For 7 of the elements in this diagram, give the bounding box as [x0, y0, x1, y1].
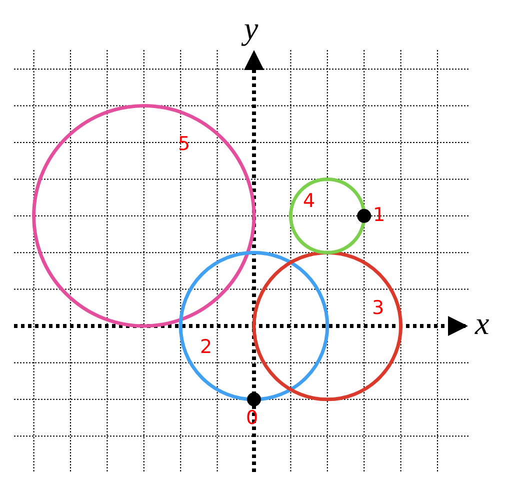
- circle-number: 0: [246, 409, 258, 428]
- axis-label: x: [475, 307, 490, 339]
- circle-number: 5: [178, 135, 190, 154]
- circle-number: 3: [372, 299, 384, 318]
- circle-number: 4: [303, 192, 316, 211]
- circle-number: 2: [200, 338, 212, 357]
- circle-number: 1: [373, 206, 386, 225]
